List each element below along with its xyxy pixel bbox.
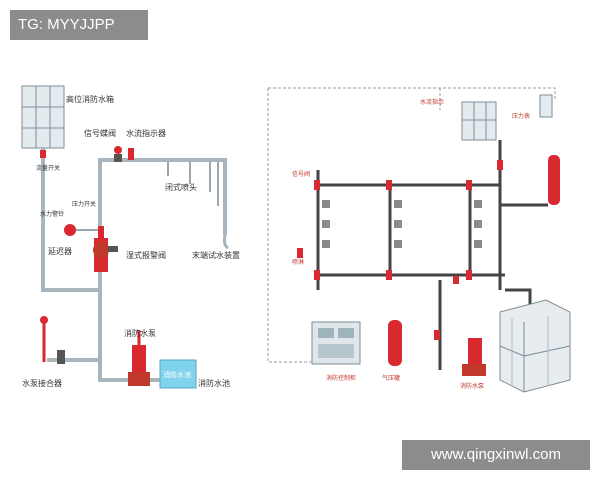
wet-alarm-valve — [93, 226, 118, 272]
control-wiring — [267, 87, 556, 363]
branch-sprinkler-groups — [322, 200, 482, 248]
flow-indicator — [128, 148, 134, 160]
pressure-control-box — [539, 94, 553, 118]
flow-switch — [40, 150, 46, 158]
watermark-url: www.qingxinwl.com — [402, 440, 590, 470]
fire-control-cabinet — [311, 321, 361, 365]
label-right-top-b: 压力表 — [512, 112, 530, 120]
roof-water-tank — [461, 101, 497, 141]
label-signal-valve: 信号蝶阀 — [84, 128, 116, 138]
pressure-tank-top — [548, 155, 560, 205]
closed-sprinkler-heads — [167, 162, 219, 206]
left-pipe-network — [41, 148, 227, 382]
label-right-left-b: 喷淋 — [292, 258, 304, 266]
label-right-bottom-b: 气压罐 — [382, 374, 400, 382]
label-pool: 消防水池 — [198, 378, 230, 388]
label-flow-indicator: 水流指示器 — [126, 128, 166, 138]
label-fire-pump: 消防水泵 — [124, 328, 156, 338]
label-right-bottom-a: 消防控制柜 — [326, 374, 356, 382]
elevated-water-tank — [21, 85, 65, 149]
label-pressure-switch: 压力开关 — [72, 200, 96, 208]
right-water-tank — [499, 299, 571, 393]
label-wet-alarm-valve: 湿式报警阀 — [126, 250, 166, 260]
tag-label: TG: MYYJJPP — [10, 10, 148, 40]
label-right-left-a: 信号阀 — [292, 170, 310, 178]
pressure-tank-bottom — [388, 320, 402, 366]
label-flow-switch: 流量开关 — [36, 164, 60, 172]
label-closed-sprinkler: 闭式喷头 — [165, 182, 197, 192]
valve-markers — [297, 160, 503, 340]
pump-adapter — [40, 316, 65, 364]
fire-pump — [128, 330, 150, 386]
fire-pool — [159, 359, 197, 389]
label-delay-device: 延迟器 — [48, 246, 72, 256]
label-water-bell: 水力警铃 — [40, 210, 64, 218]
signal-butterfly-valve — [114, 146, 122, 162]
label-right-top-a: 水流指示 — [420, 98, 444, 106]
label-adapter: 水泵接合器 — [22, 378, 62, 388]
label-end-test: 末端试水装置 — [192, 250, 240, 260]
water-bell — [64, 224, 76, 236]
right-fire-pump — [462, 338, 486, 376]
label-right-bottom-c: 消防水泵 — [460, 382, 484, 390]
label-high-tank: 高位消防水箱 — [66, 94, 114, 104]
label-pool-inner: 消防水池 — [163, 370, 191, 379]
